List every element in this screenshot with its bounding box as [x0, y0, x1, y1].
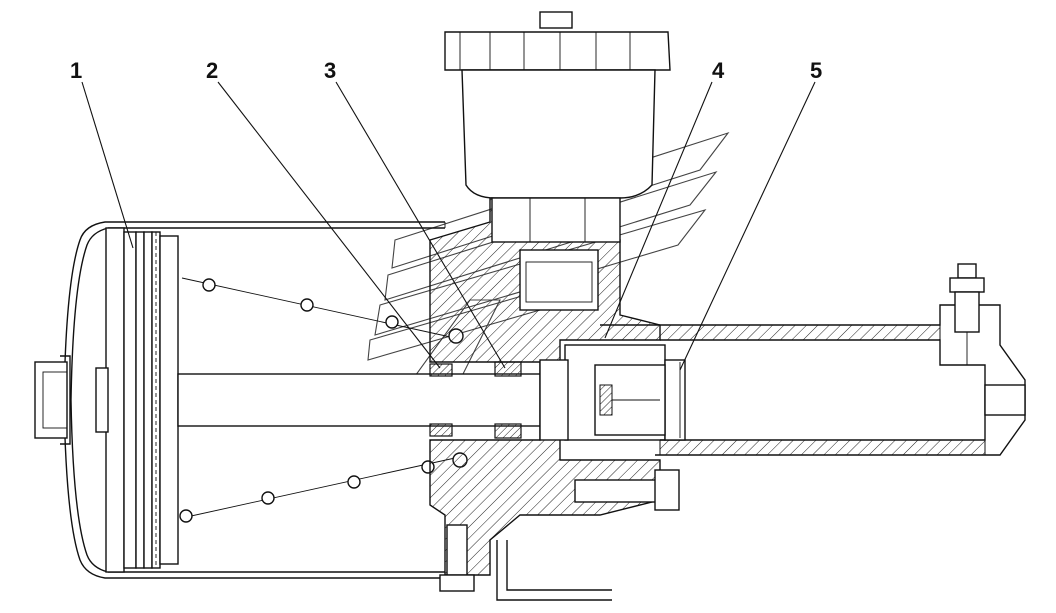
callout-5: 5	[810, 58, 822, 83]
push-rod	[177, 373, 549, 427]
callout-1: 1	[70, 58, 82, 83]
seal-rings	[429, 361, 522, 439]
callout-3: 3	[324, 58, 336, 83]
mounting-bolts	[439, 469, 680, 592]
leader-lines	[81, 81, 816, 371]
power-cylinder	[600, 304, 1026, 456]
bleed-nipple	[949, 263, 985, 365]
oil-reservoir	[444, 11, 671, 243]
piston	[95, 227, 179, 573]
left-port-fitting	[34, 355, 71, 445]
outlet-pipe	[496, 540, 612, 601]
callout-4: 4	[712, 58, 725, 83]
callout-2: 2	[206, 58, 218, 83]
control-valve	[594, 364, 666, 436]
return-spring	[179, 277, 468, 523]
